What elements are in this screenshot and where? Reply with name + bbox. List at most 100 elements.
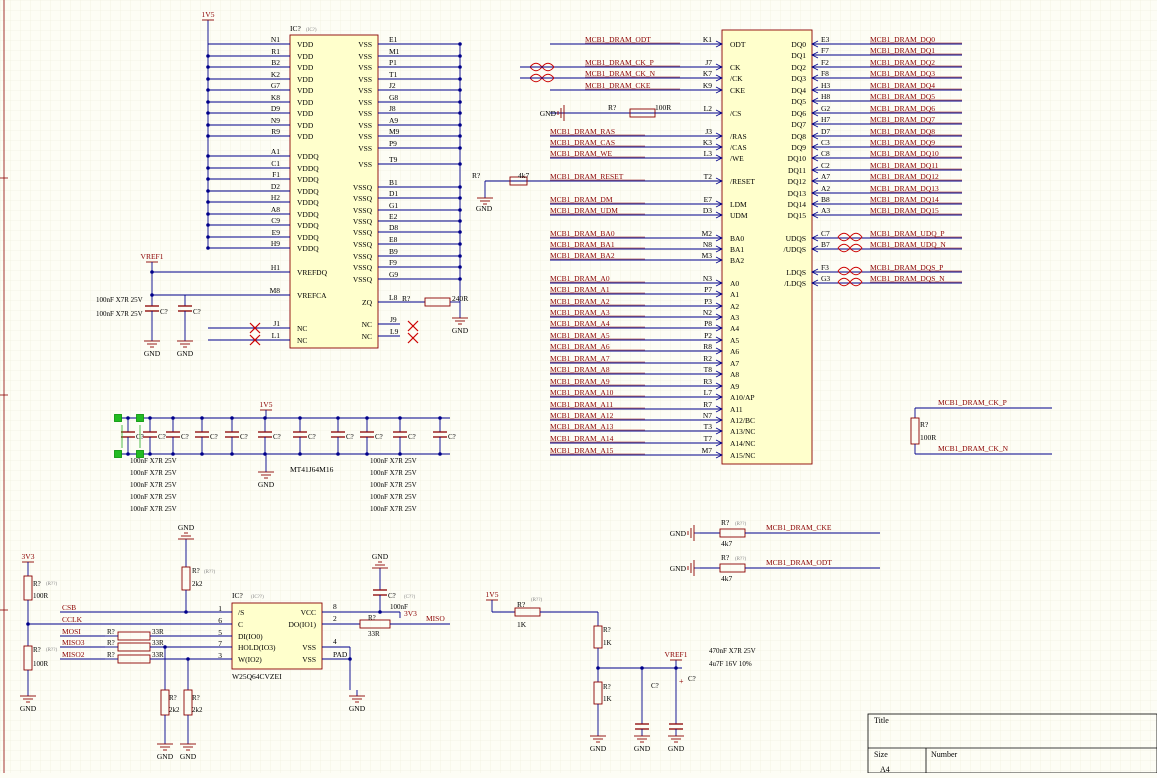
pin-number: C9 [271, 216, 280, 225]
pin-arrow [715, 74, 723, 82]
pin-number: 7 [218, 639, 222, 648]
pin-name: VDDQ [297, 221, 319, 230]
pin-number: M3 [702, 251, 713, 260]
resistor-ref-hint: (R??) [46, 582, 57, 587]
resistor-designator: R? [472, 171, 481, 180]
pin-number: F9 [389, 258, 397, 267]
cap-value: 100nF X7R 25V [370, 457, 417, 465]
resistor-designator: R? [368, 614, 376, 622]
resistor-value: 4k7 [518, 171, 530, 180]
pin-arrow [811, 51, 819, 59]
pin-name: DO(IO1) [289, 620, 317, 629]
cap-designator: C? [181, 433, 189, 441]
pin-number: C3 [821, 138, 830, 147]
net-label: MCB1_DRAM_UDM [550, 206, 618, 215]
pin-number: K8 [271, 93, 280, 102]
pin-arrow [715, 279, 723, 287]
net-label: MCB1_DRAM_BA0 [550, 229, 615, 238]
pin-number: B1 [389, 178, 398, 187]
pin-name: /UDQS [783, 245, 806, 254]
net-label: MISO [426, 614, 445, 623]
gnd-label: GND [20, 704, 37, 713]
junction-dot [378, 610, 382, 614]
pin-number: E8 [389, 235, 398, 244]
power-label: 3V3 [404, 609, 417, 618]
pin-name: VSS [358, 98, 372, 107]
pin-name: VDD [297, 98, 314, 107]
pin-name: /CAS [730, 143, 747, 152]
pin-number: G9 [389, 270, 398, 279]
cap-value: 100nF X7R 25V [130, 481, 177, 489]
pin-number: M9 [389, 127, 400, 136]
cap-designator: C? [448, 433, 456, 441]
pin-number: J1 [273, 319, 280, 328]
pin-number: T3 [704, 422, 713, 431]
net-label: MCB1_DRAM_BA2 [550, 251, 615, 260]
pin-number: E3 [821, 35, 830, 44]
pin-name: A5 [730, 336, 739, 345]
pin-name: VSS [358, 109, 372, 118]
pin-name: VSSQ [353, 228, 373, 237]
junction-dot [230, 416, 234, 420]
net-label: MCB1_DRAM_CAS [550, 138, 615, 147]
net-label: MCB1_DRAM_A5 [550, 331, 610, 340]
pin-name: DQ7 [791, 120, 806, 129]
pin-name: DQ5 [791, 97, 806, 106]
cap-designator: C? [160, 308, 168, 316]
pin-number: R2 [703, 354, 712, 363]
pin-number: M8 [270, 286, 281, 295]
pin-name: VDD [297, 63, 314, 72]
pin-arrow [715, 370, 723, 378]
net-label: MCB1_DRAM_UDQ_P [870, 229, 945, 238]
net-label: MCB1_DRAM_RESET [550, 172, 624, 181]
resistor-value: 100R [920, 433, 936, 442]
pin-number: G7 [271, 81, 280, 90]
cap-designator: C? [688, 675, 696, 683]
junction-dot [150, 270, 154, 274]
resistor-designator: R? [721, 553, 730, 562]
pin-number: 5 [218, 628, 222, 637]
net-label: MCB1_DRAM_ODT [585, 35, 651, 44]
junction-dot [365, 416, 369, 420]
pin-number: L1 [272, 331, 281, 340]
pin-number: J2 [389, 81, 396, 90]
net-label: MCB1_DRAM_DQ6 [870, 104, 935, 113]
net-label: MCB1_DRAM_DQ2 [870, 58, 935, 67]
pin-number: C1 [271, 159, 280, 168]
net-label: MCB1_DRAM_A9 [550, 377, 610, 386]
gnd-label: GND [634, 744, 651, 753]
net-label: MCB1_DRAM_DQ4 [870, 81, 935, 90]
cap-value: 100nF [390, 603, 408, 611]
pin-name: VSS [358, 75, 372, 84]
pin-arrow [715, 347, 723, 355]
pin-name: A7 [730, 359, 739, 368]
cap-value: 100nF X7R 25V [130, 505, 177, 513]
pin-number: H1 [271, 263, 280, 272]
pin-number: L9 [390, 327, 399, 336]
pin-name: DQ6 [791, 109, 806, 118]
net-label: MCB1_DRAM_DQ1 [870, 46, 935, 55]
net-label: MISO3 [62, 638, 85, 647]
junction-dot [26, 622, 30, 626]
resistor-designator: R? [107, 628, 115, 636]
cap-value: 4u7F 16V 10% [709, 660, 752, 668]
ic-ddr-body [721, 29, 813, 465]
pin-arrow [715, 234, 723, 242]
pin-number: F1 [272, 170, 280, 179]
junction-dot [171, 452, 175, 456]
pin-name: ODT [730, 40, 746, 49]
pin-number: A3 [821, 206, 830, 215]
pin-number: R7 [703, 400, 712, 409]
net-label: MCB1_DRAM_A8 [550, 365, 610, 374]
pin-name: A12/BC [730, 416, 755, 425]
net-label: MCB1_DRAM_DQ12 [870, 172, 939, 181]
resistor-value: 4k7 [721, 539, 733, 548]
net-label: MCB1_DRAM_A12 [550, 411, 614, 420]
pin-name: UDM [730, 211, 748, 220]
resistor-ref-hint: (R??) [204, 570, 215, 575]
pin-number: A7 [821, 172, 830, 181]
pin-number: L8 [389, 293, 398, 302]
net-label: MCB1_DRAM_DQ3 [870, 69, 935, 78]
pin-name: A9 [730, 382, 739, 391]
